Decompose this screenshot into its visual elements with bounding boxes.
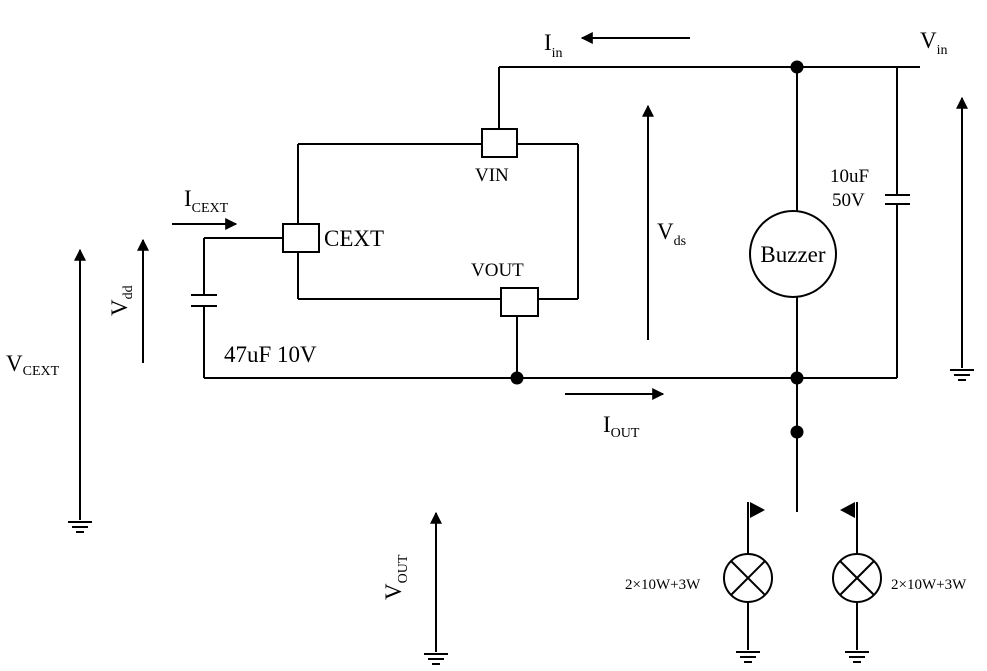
junction-dot: [790, 425, 804, 439]
capacitor-47uf: [191, 294, 217, 307]
ground-lamp-right: [845, 651, 869, 663]
buzzer-symbol: [749, 210, 837, 298]
iout-label: IOUT: [603, 412, 640, 441]
cap10-voltage-label: 50V: [832, 190, 865, 211]
lamp-right-label: 2×10W+3W: [891, 577, 967, 593]
vout-label: VOUT: [381, 554, 411, 600]
ground-vout: [424, 653, 448, 665]
junctions: [510, 60, 804, 439]
arrows: [74, 32, 968, 652]
vout-pin-box: [500, 287, 539, 317]
icext-label: ICEXT: [184, 186, 229, 216]
buzzer-label: Buzzer: [760, 242, 825, 267]
lamp-left-label: 2×10W+3W: [625, 577, 701, 593]
vcext-label: VCEXT: [6, 351, 60, 379]
pin-cext-label: CEXT: [324, 226, 384, 251]
cap47-label: 47uF 10V: [224, 342, 317, 367]
lamp-left: [723, 502, 773, 650]
cext-pin-box: [282, 223, 320, 253]
ground-lamp-left: [736, 651, 760, 663]
vin-pin-box: [481, 128, 518, 158]
junction-dot: [510, 371, 524, 385]
vds-label: Vds: [657, 219, 686, 249]
junction-dot: [790, 60, 804, 74]
vdd-label: Vdd: [107, 285, 136, 316]
lamp-right: [832, 502, 882, 650]
pin-vout-label: VOUT: [471, 260, 524, 281]
cap10-value-label: 10uF: [830, 166, 869, 187]
ground-vin: [950, 369, 974, 381]
iin-label: Iin: [544, 30, 563, 61]
junction-dot: [790, 371, 804, 385]
pin-vin-label: VIN: [475, 165, 509, 186]
capacitor-10uf: [885, 194, 910, 205]
vin-label: Vin: [920, 28, 948, 58]
ground-vcext: [68, 521, 92, 533]
wires: [203, 66, 920, 512]
